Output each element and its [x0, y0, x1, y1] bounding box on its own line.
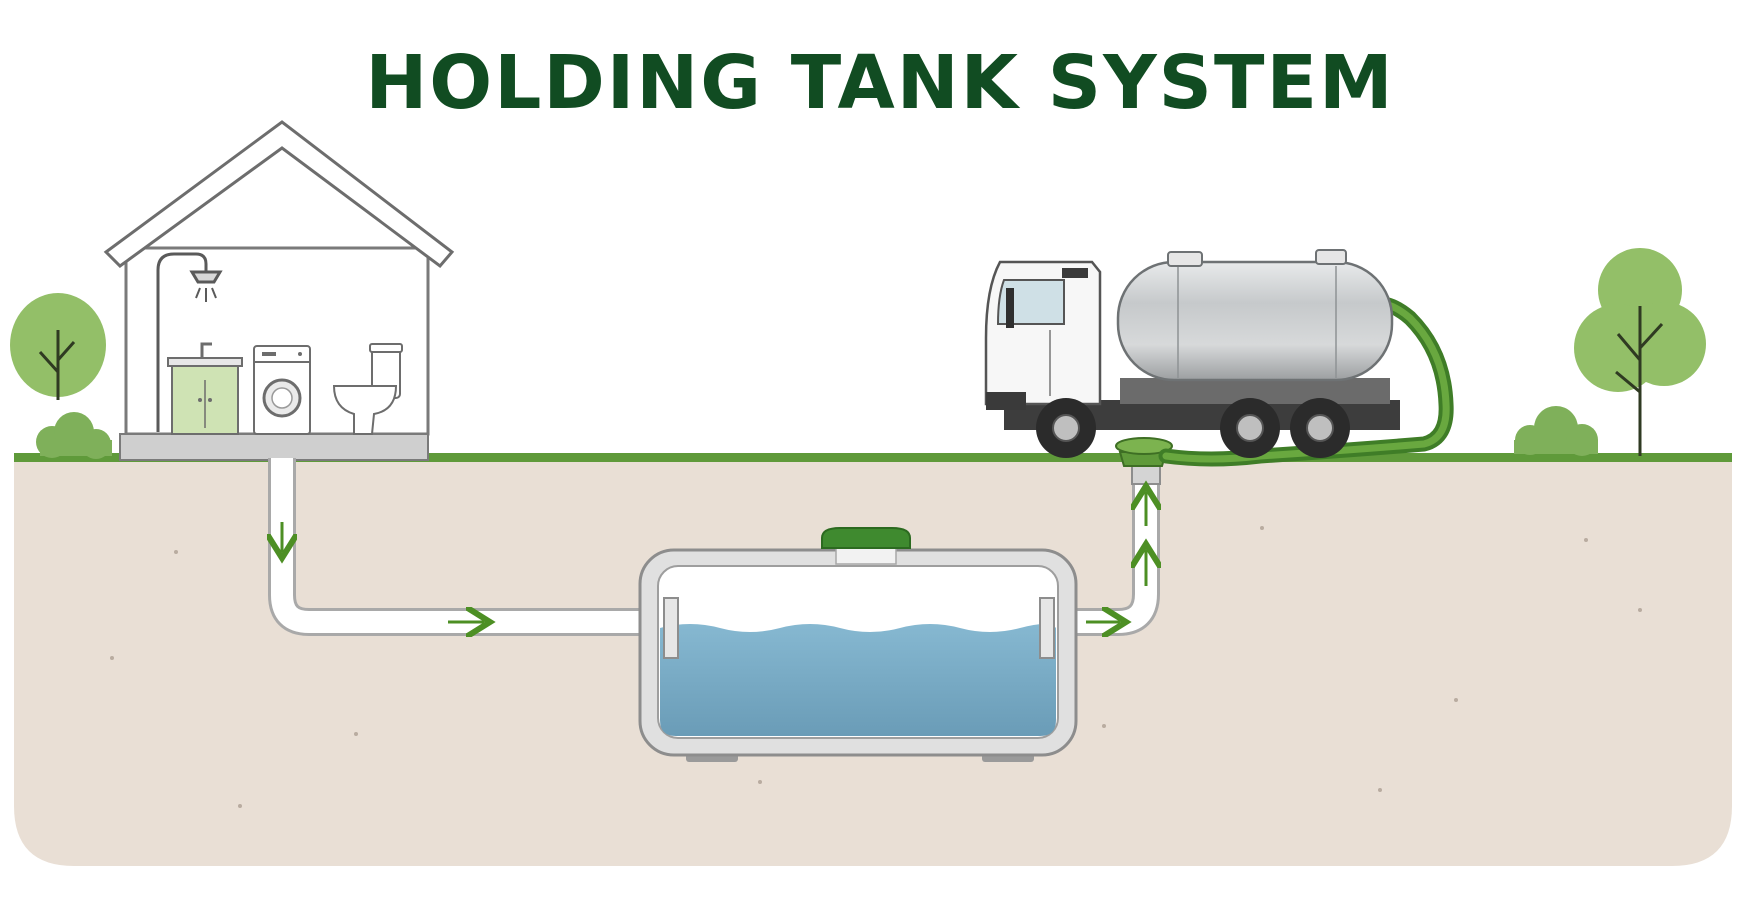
flow-arrows — [282, 492, 1146, 622]
tree-icon — [10, 293, 106, 400]
bush-icon — [1514, 406, 1598, 456]
bush-icon — [36, 412, 112, 459]
diagram-title: HOLDING TANK SYSTEM — [365, 40, 1394, 126]
wastewater-level — [660, 624, 1056, 736]
grass-line — [14, 453, 1732, 462]
vacuum-truck-icon — [984, 249, 1400, 458]
pumpout-riser — [1115, 437, 1173, 485]
shower-icon — [156, 252, 223, 432]
tank-lid — [821, 527, 911, 549]
holding-tank-icon — [638, 527, 1078, 762]
tree-icon — [1574, 248, 1706, 456]
sink-vanity-icon — [167, 342, 243, 435]
washing-machine-icon — [253, 345, 311, 435]
toilet-icon — [332, 343, 403, 435]
